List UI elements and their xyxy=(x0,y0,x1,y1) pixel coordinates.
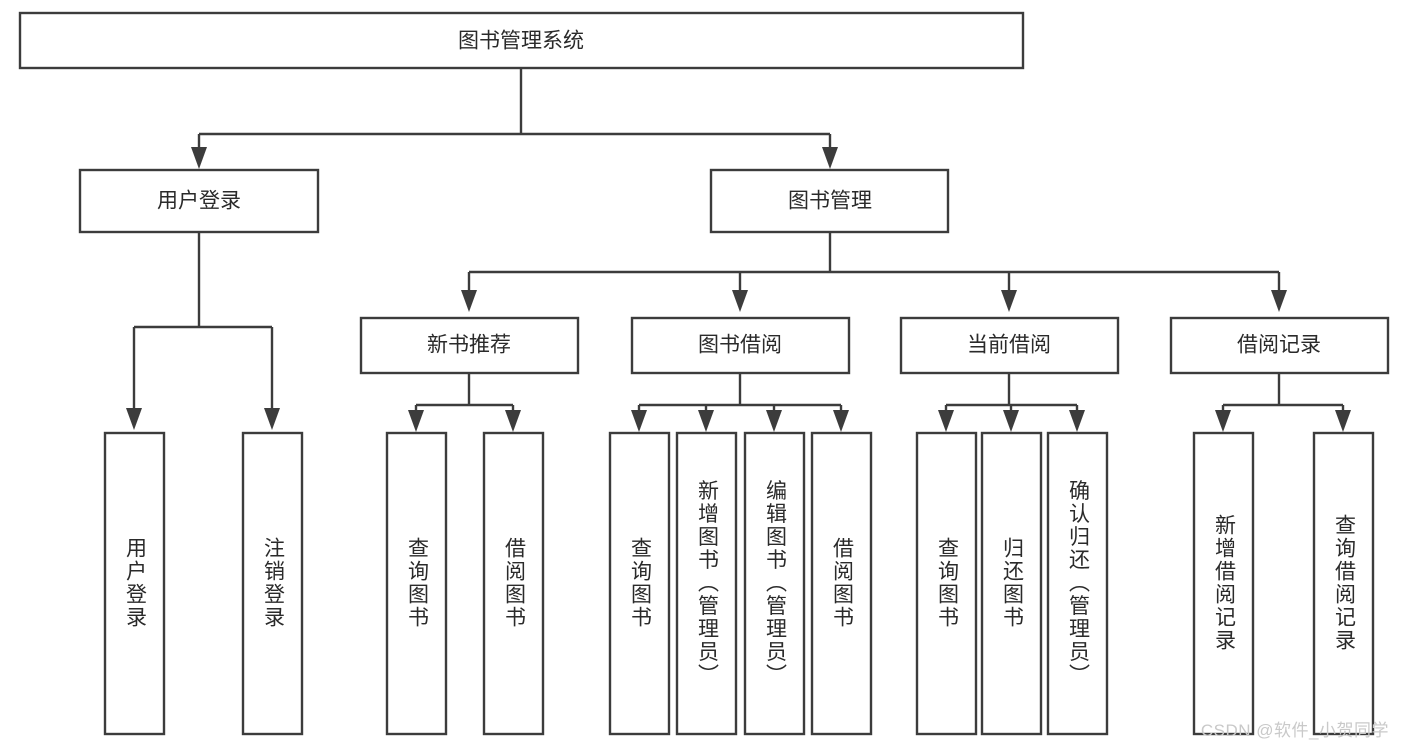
leaf-borrow-book-recommend-box xyxy=(482,431,545,736)
leaf-edit-book-admin-label: 编辑图书（管理员） xyxy=(764,480,788,687)
leaf-edit-book-admin[interactable]: 编辑图书（管理员） xyxy=(743,431,806,736)
arrow-to-leaf-borrow-book-a xyxy=(505,410,521,432)
leaf-add-book-admin[interactable]: 新增图书（管理员） xyxy=(675,431,738,736)
node-book-borrow-label: 图书借阅 xyxy=(698,334,782,357)
leaf-user-login-label: 用户登录 xyxy=(124,537,148,629)
leaf-confirm-return-admin-label: 确认归还（管理员） xyxy=(1067,480,1091,687)
leaf-query-book-borrow-box xyxy=(608,431,671,736)
leaf-query-borrow-record-box xyxy=(1312,431,1375,736)
leaf-return-book[interactable]: 归还图书 xyxy=(980,431,1043,736)
leaf-add-borrow-record-box xyxy=(1192,431,1255,736)
node-book-management-label: 图书管理 xyxy=(788,190,872,213)
arrow-to-leaf-borrow-book-b xyxy=(833,410,849,432)
node-borrow-record[interactable]: 借阅记录 xyxy=(1169,316,1390,375)
leaf-edit-book-admin-box xyxy=(743,431,806,736)
leaf-add-book-admin-label: 新增图书（管理员） xyxy=(696,480,720,687)
leaf-query-book-recommend-box xyxy=(385,431,448,736)
leaf-query-book-recommend-label: 查询图书 xyxy=(406,537,430,629)
leaf-query-borrow-record-label: 查询借阅记录 xyxy=(1333,514,1357,652)
arrow-to-leaf-query-record xyxy=(1335,410,1351,432)
node-new-book-recommend[interactable]: 新书推荐 xyxy=(359,316,580,375)
node-book-management-box xyxy=(709,168,950,234)
node-user-login-box xyxy=(78,168,320,234)
leaf-query-book-borrow-label: 查询图书 xyxy=(629,537,653,629)
leaf-add-book-admin-box xyxy=(675,431,738,736)
arrow-to-leaf-query-book-c xyxy=(938,410,954,432)
arrow-to-book-management xyxy=(822,147,838,169)
leaf-query-book-current[interactable]: 查询图书 xyxy=(915,431,978,736)
node-book-borrow[interactable]: 图书借阅 xyxy=(630,316,851,375)
leaf-query-book-current-label: 查询图书 xyxy=(936,537,960,629)
arrow-to-leaf-return-book xyxy=(1003,410,1019,432)
arrow-to-leaf-confirm-return xyxy=(1069,410,1085,432)
leaf-confirm-return-admin-box xyxy=(1046,431,1109,736)
leaf-return-book-box xyxy=(980,431,1043,736)
arrow-to-user-login xyxy=(191,147,207,169)
node-book-management[interactable]: 图书管理 xyxy=(709,168,950,234)
leaf-return-book-label: 归还图书 xyxy=(1001,537,1025,629)
leaf-add-borrow-record-label: 新增借阅记录 xyxy=(1213,514,1237,652)
node-root-box xyxy=(18,11,1025,70)
arrow-to-current-borrow xyxy=(1001,290,1017,312)
leaf-borrow-book-borrow-label: 借阅图书 xyxy=(831,537,855,629)
node-current-borrow[interactable]: 当前借阅 xyxy=(899,316,1120,375)
arrow-to-leaf-query-book-b xyxy=(631,410,647,432)
connector-group xyxy=(126,68,1351,432)
leaf-user-login[interactable]: 用户登录 xyxy=(103,431,166,736)
arrow-to-book-borrow xyxy=(732,290,748,312)
node-new-book-recommend-label: 新书推荐 xyxy=(427,334,511,357)
arrow-to-leaf-edit-book xyxy=(766,410,782,432)
leaf-query-book-borrow[interactable]: 查询图书 xyxy=(608,431,671,736)
node-current-borrow-label: 当前借阅 xyxy=(967,334,1051,357)
leaf-borrow-book-recommend[interactable]: 借阅图书 xyxy=(482,431,545,736)
leaf-borrow-book-borrow[interactable]: 借阅图书 xyxy=(810,431,873,736)
leaf-add-borrow-record[interactable]: 新增借阅记录 xyxy=(1192,431,1255,736)
leaf-borrow-book-recommend-label: 借阅图书 xyxy=(503,537,527,629)
node-current-borrow-box xyxy=(899,316,1120,375)
arrow-to-borrow-record xyxy=(1271,290,1287,312)
leaf-query-book-recommend[interactable]: 查询图书 xyxy=(385,431,448,736)
arrow-to-leaf-query-book-a xyxy=(408,410,424,432)
leaf-logout[interactable]: 注销登录 xyxy=(241,431,304,736)
arrow-to-new-book-recommend xyxy=(461,290,477,312)
node-root-book-management-system[interactable]: 图书管理系统 xyxy=(18,11,1025,70)
leaf-borrow-book-borrow-box xyxy=(810,431,873,736)
leaf-logout-box xyxy=(241,431,304,736)
arrow-to-leaf-add-record xyxy=(1215,410,1231,432)
node-user-login[interactable]: 用户登录 xyxy=(78,168,320,234)
leaf-query-book-current-box xyxy=(915,431,978,736)
leaf-confirm-return-admin[interactable]: 确认归还（管理员） xyxy=(1046,431,1109,736)
node-book-borrow-box xyxy=(630,316,851,375)
node-borrow-record-box xyxy=(1169,316,1390,375)
leaf-user-login-box xyxy=(103,431,166,736)
node-root-label: 图书管理系统 xyxy=(458,30,584,53)
leaf-query-borrow-record[interactable]: 查询借阅记录 xyxy=(1312,431,1375,736)
arrow-to-leaf-logout xyxy=(264,408,280,430)
arrow-to-leaf-add-book xyxy=(698,410,714,432)
arrow-to-leaf-user-login xyxy=(126,408,142,430)
node-borrow-record-label: 借阅记录 xyxy=(1237,334,1321,357)
node-user-login-label: 用户登录 xyxy=(157,190,241,213)
leaf-logout-label: 注销登录 xyxy=(262,537,286,629)
node-new-book-recommend-box xyxy=(359,316,580,375)
